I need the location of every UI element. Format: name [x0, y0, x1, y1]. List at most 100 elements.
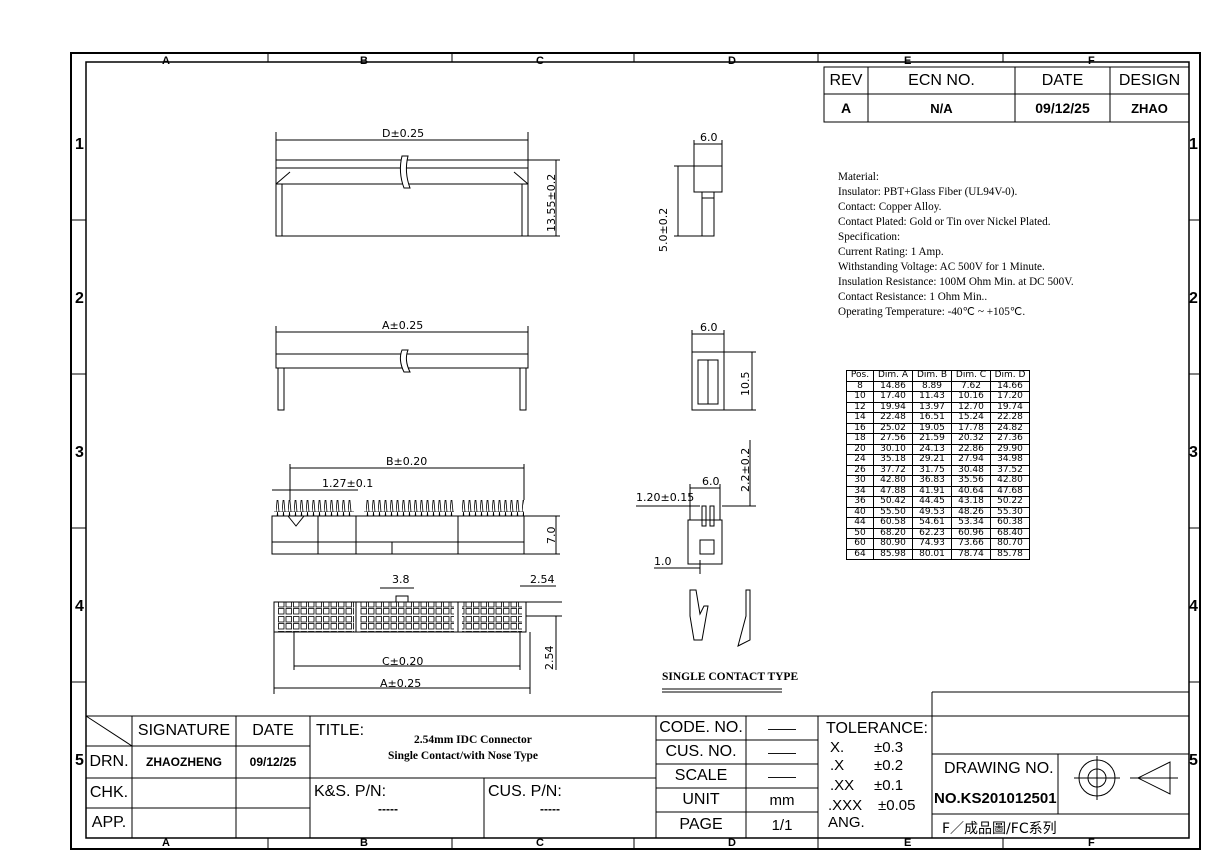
zone-col-b-top: B — [360, 55, 368, 67]
tolerance-key: .XXX — [828, 797, 863, 814]
code-no-value: —— — [768, 720, 796, 736]
zone-row-2-left: 2 — [75, 290, 84, 307]
date-column-header: DATE — [252, 722, 294, 739]
app-label: APP. — [91, 814, 127, 831]
tolerance-key: X. — [830, 739, 845, 756]
drawing-no-value: NO.KS201012501 — [934, 790, 1057, 807]
table-cell: 10 — [846, 391, 874, 403]
tolerance-value: ±0.1 — [874, 777, 904, 794]
table-cell: 13.97 — [912, 401, 952, 413]
dim-width-6a-label: 6.0 — [700, 131, 718, 144]
table-cell: 19.94 — [873, 401, 913, 413]
zone-col-a-bottom: A — [162, 837, 170, 849]
table-cell: 20.32 — [951, 433, 991, 445]
date-header: DATE — [1041, 71, 1084, 89]
cus-no-label: CUS. NO. — [665, 743, 737, 760]
ecn-value: N/A — [930, 100, 953, 116]
table-cell: 11.43 — [912, 391, 952, 403]
zone-row-4-right: 4 — [1189, 598, 1198, 615]
table-cell: 42.80 — [873, 475, 913, 487]
table-cell: 37.72 — [873, 464, 913, 476]
table-header-cell: Dim. A — [873, 370, 913, 382]
dim-b-label: B±0.20 — [386, 455, 428, 468]
table-cell: 80.70 — [990, 538, 1030, 550]
table-cell: 29.90 — [990, 443, 1030, 455]
spec-line: Material: — [838, 171, 880, 183]
table-cell: 22.48 — [873, 412, 913, 424]
table-cell: 24 — [846, 454, 874, 466]
table-cell: 29.21 — [912, 454, 952, 466]
table-cell: 8 — [846, 380, 874, 392]
spec-line: Insulator: PBT+Glass Fiber (UL94V-0). — [838, 186, 1018, 198]
table-cell: 21.59 — [912, 433, 952, 445]
scale-label: SCALE — [674, 767, 728, 784]
zone-row-3-left: 3 — [75, 444, 84, 461]
dimension-table-header: Pos. Dim. A Dim. B Dim. C Dim. D — [846, 370, 1030, 382]
tolerance-label: TOLERANCE: — [826, 720, 928, 737]
cus-pn-value: ----- — [540, 802, 560, 816]
table-cell: 55.50 — [873, 506, 913, 518]
table-cell: 85.78 — [990, 548, 1030, 560]
zone-col-a-top: A — [162, 55, 170, 67]
table-cell: 14.66 — [990, 380, 1030, 392]
dim-pitch-label: 1.27±0.1 — [322, 477, 374, 490]
table-cell: 54.61 — [912, 517, 952, 529]
table-cell: 19.05 — [912, 422, 952, 434]
table-cell: 48.26 — [951, 506, 991, 518]
table-cell: 60.38 — [990, 517, 1030, 529]
zone-row-5-left: 5 — [75, 752, 84, 769]
table-cell: 16 — [846, 422, 874, 434]
dim-a2-label: A±0.25 — [380, 677, 422, 690]
table-cell: 27.94 — [951, 454, 991, 466]
dim-width-254a-label: 2.54 — [530, 573, 555, 586]
zone-col-e-top: E — [904, 55, 912, 67]
spec-line: Contact Resistance: 1 Ohm Min.. — [838, 291, 988, 303]
zone-row-4-left: 4 — [75, 598, 84, 615]
zone-col-f-bottom: F — [1088, 837, 1095, 849]
table-cell: 27.36 — [990, 433, 1030, 445]
chk-label: CHK. — [89, 784, 129, 801]
table-cell: 50.42 — [873, 496, 913, 508]
table-header-cell: Dim. C — [951, 370, 991, 382]
series-label: F／成品圖/FC系列 — [942, 821, 1057, 837]
drn-label: DRN. — [89, 753, 129, 770]
zone-row-5-right: 5 — [1189, 752, 1198, 769]
table-cell: 7.62 — [951, 380, 991, 392]
table-cell: 85.98 — [873, 548, 913, 560]
tolerance-key: .X — [830, 757, 845, 774]
drawn-date: 09/12/25 — [249, 755, 297, 769]
dim-height-5-label: 5.0±0.2 — [657, 207, 670, 252]
table-cell: 10.16 — [951, 391, 991, 403]
zone-row-2-right: 2 — [1189, 290, 1198, 307]
table-cell: 49.53 — [912, 506, 952, 518]
code-no-label: CODE. NO. — [659, 719, 743, 736]
table-cell: 35.56 — [951, 475, 991, 487]
dim-width-120-label: 1.20±0.15 — [636, 491, 695, 504]
table-cell: 47.68 — [990, 485, 1030, 497]
table-cell: 14.86 — [873, 380, 913, 392]
drawing-no-label: DRAWING NO. — [944, 760, 1054, 777]
tolerance-key: .XX — [830, 777, 855, 794]
design-value: ZHAO — [1131, 100, 1168, 116]
zone-row-1-left: 1 — [75, 136, 84, 153]
table-cell: 80.90 — [873, 538, 913, 550]
zone-col-c-bottom: C — [536, 837, 544, 849]
table-cell: 22.28 — [990, 412, 1030, 424]
single-contact-label: SINGLE CONTACT TYPE — [662, 671, 799, 683]
table-cell: 68.40 — [990, 527, 1030, 539]
table-cell: 62.23 — [912, 527, 952, 539]
page-label: PAGE — [679, 816, 723, 833]
dim-height-254b-label: 2.54 — [543, 645, 556, 671]
drawn-by-name: ZHAOZHENG — [146, 755, 222, 769]
table-cell: 18 — [846, 433, 874, 445]
table-cell: 15.24 — [951, 412, 991, 424]
